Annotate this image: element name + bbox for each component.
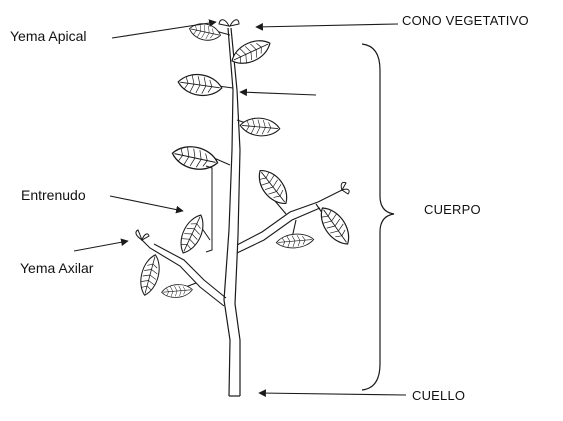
arrow-yema-axilar (73, 238, 129, 252)
leaf-4 (238, 115, 282, 139)
axillary-bud-left (135, 229, 150, 242)
leaf-8 (313, 201, 357, 251)
arrow-cuello (258, 389, 407, 397)
label-yema-axilar: Yema Axilar (20, 260, 94, 276)
label-yema-apical: Yema Apical (10, 28, 87, 44)
arrow-entrenudo (109, 195, 184, 214)
label-cono-vegetativo: CONO VEGETATIVO (402, 13, 529, 28)
main-stem (223, 27, 241, 397)
apical-bud (218, 19, 240, 27)
arrow-cono-vegetativo (255, 23, 399, 31)
label-cuello: CUELLO (412, 388, 466, 403)
label-cuerpo: CUERPO (424, 202, 481, 217)
body-brace (361, 43, 395, 391)
arrow-yema-apical (111, 19, 217, 39)
leaf-6 (251, 163, 295, 211)
leaf-7 (174, 210, 210, 258)
leaf-9 (275, 232, 315, 250)
leaf-3 (176, 71, 224, 99)
arrow-node (239, 88, 317, 97)
internode-bracket (205, 165, 213, 253)
axillary-bud-right (340, 181, 350, 195)
label-entrenudo: Entrenudo (21, 187, 86, 203)
leaf-10 (136, 252, 164, 298)
pointer-arrows (73, 19, 407, 397)
